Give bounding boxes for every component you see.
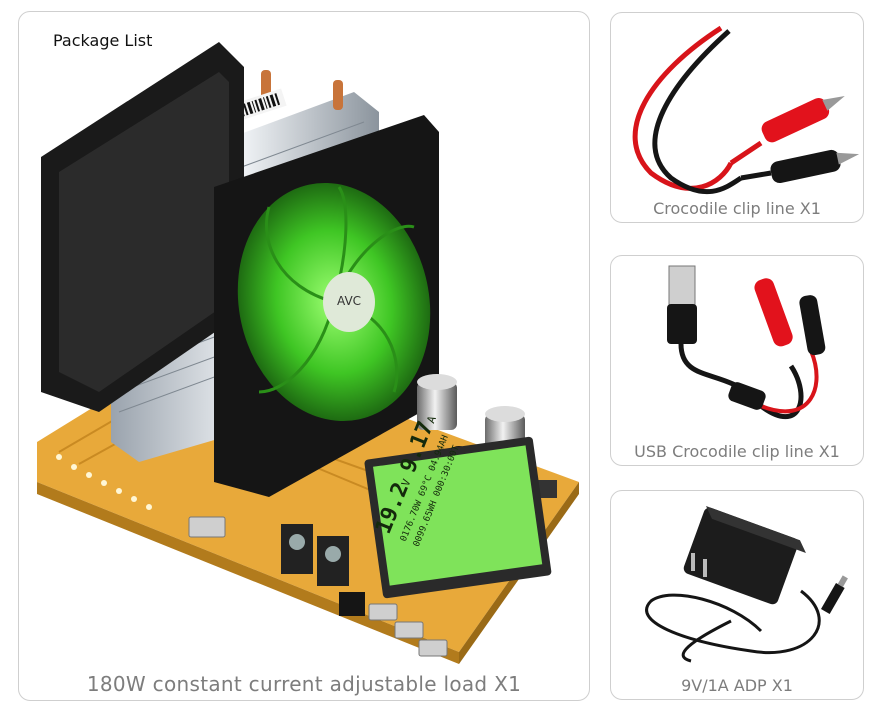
power-adapter-panel: 9V/1A ADP X1 — [610, 490, 864, 700]
dc-plug — [821, 575, 848, 614]
usb-port — [188, 516, 226, 538]
power-adapter-photo — [645, 506, 848, 663]
main-product-caption: 180W constant current adjustable load X1 — [86, 672, 522, 696]
adapter-body — [683, 506, 806, 605]
usb-crocodile-clip-caption: USB Crocodile clip line X1 — [634, 442, 840, 461]
electronic-load-photo: AVC 19.2 V — [37, 42, 579, 664]
black-clip — [799, 295, 826, 356]
red-clip — [754, 278, 793, 347]
crocodile-clip-panel: Crocodile clip line X1 — [610, 12, 864, 223]
package-list-heading: Package List — [53, 31, 153, 50]
usb-crocodile-clip-photo — [667, 265, 826, 420]
main-product-panel: AVC 19.2 V — [18, 11, 590, 701]
dc-jack — [339, 592, 365, 616]
power-adapter-caption: 9V/1A ADP X1 — [681, 676, 793, 695]
knob-left — [417, 374, 457, 430]
lcd-voltage-unit: V — [399, 477, 414, 488]
usb-port-small — [368, 603, 398, 621]
crocodile-clip-caption: Crocodile clip line X1 — [653, 199, 821, 218]
lcd-display: 19.2 V 9.17 A 0176.70W 69°C 04.94AH 0099… — [364, 414, 552, 599]
red-clip — [761, 96, 845, 143]
usb-plug — [667, 304, 697, 344]
screw-terminals — [281, 524, 349, 586]
left-fan-frame — [41, 42, 244, 412]
lcd-current-unit: A — [424, 414, 439, 425]
usb-port-small — [394, 621, 424, 639]
usb-crocodile-clip-panel: USB Crocodile clip line X1 — [610, 255, 864, 466]
right-fan: AVC — [214, 115, 439, 497]
fan-brand-label: AVC — [337, 294, 361, 308]
black-clip — [770, 149, 860, 184]
crocodile-clip-photo — [632, 25, 860, 195]
push-button — [537, 480, 557, 498]
usb-port-small — [418, 639, 448, 657]
